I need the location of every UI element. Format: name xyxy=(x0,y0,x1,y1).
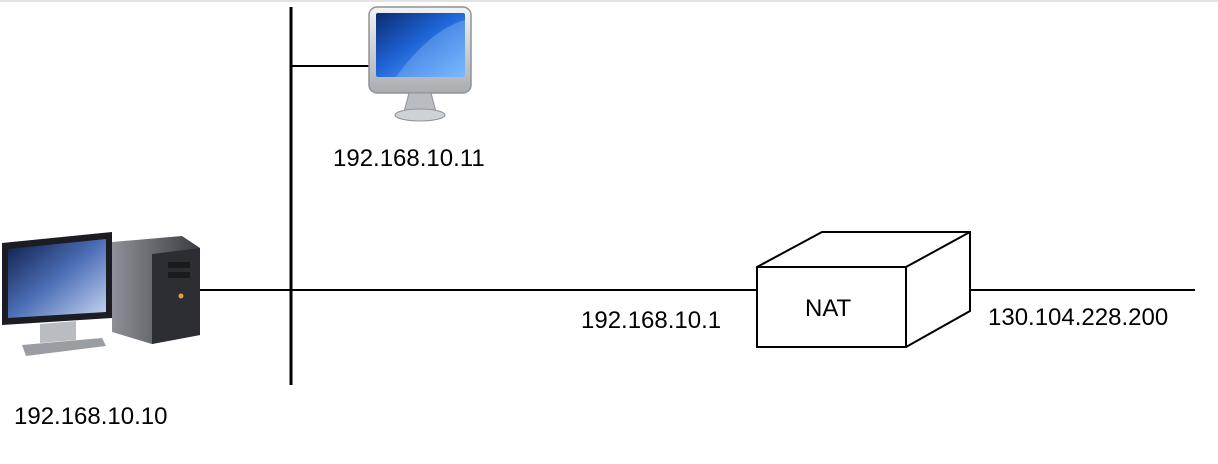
nat-outside-ip-label: 130.104.228.200 xyxy=(988,304,1169,331)
desktop-tower-icon xyxy=(2,232,200,356)
nat-box-icon xyxy=(756,231,971,348)
workstation-ip-label: 192.168.10.10 xyxy=(14,403,168,430)
nat-label: NAT xyxy=(805,295,852,322)
imac-monitor-icon xyxy=(368,6,472,122)
nat-inside-ip-label: 192.168.10.1 xyxy=(581,307,722,334)
imac-ip-label: 192.168.10.11 xyxy=(333,145,485,172)
